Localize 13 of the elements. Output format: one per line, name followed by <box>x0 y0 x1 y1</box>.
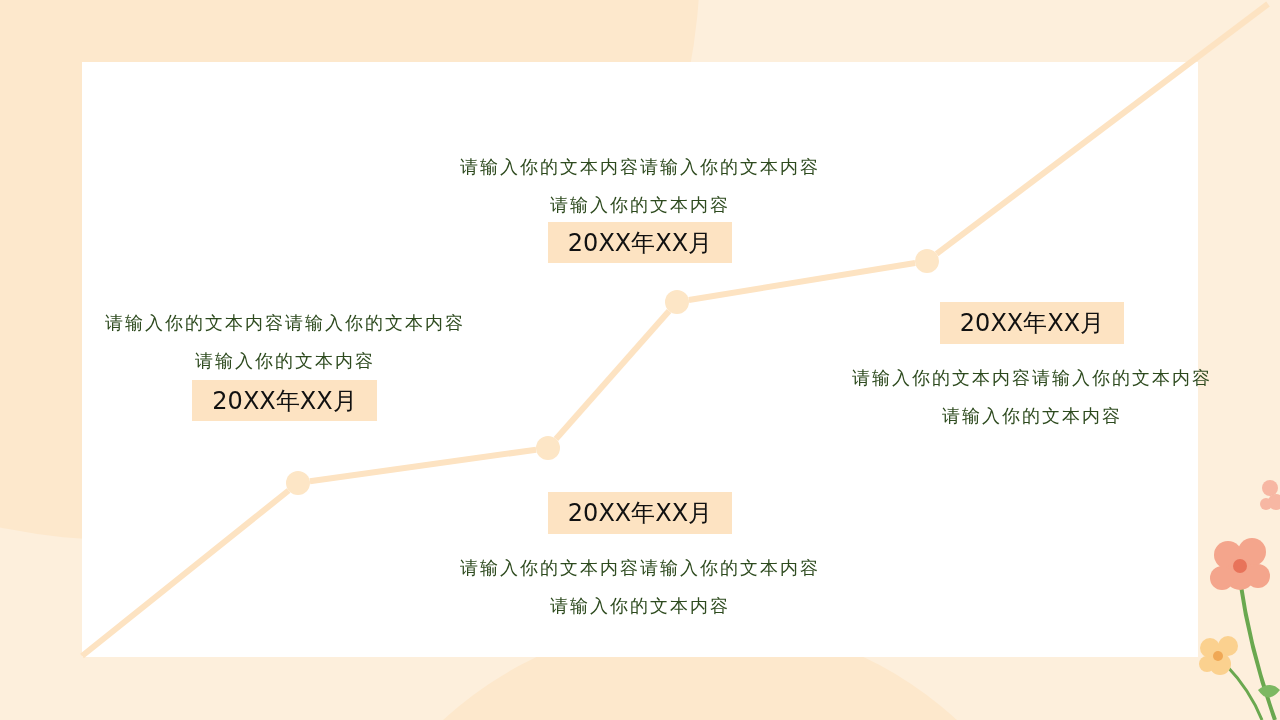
timeline-line <box>553 309 672 441</box>
description-text: 请输入你的文本内容请输入你的文本内容请输入你的文本内容 <box>852 366 1212 428</box>
description-text: 请输入你的文本内容请输入你的文本内容请输入你的文本内容 <box>460 155 820 217</box>
date-box: 20XX年XX月 <box>940 302 1124 344</box>
date-box: 20XX年XX月 <box>548 492 732 534</box>
date-box: 20XX年XX月 <box>548 222 732 263</box>
description-text: 请输入你的文本内容请输入你的文本内容请输入你的文本内容 <box>104 311 465 373</box>
timeline-line <box>934 1 1270 257</box>
timeline-line <box>688 259 916 304</box>
timeline-line <box>80 488 291 659</box>
description-text: 请输入你的文本内容请输入你的文本内容请输入你的文本内容 <box>460 556 820 618</box>
timeline-line <box>309 446 537 485</box>
date-box: 20XX年XX月 <box>192 380 377 421</box>
